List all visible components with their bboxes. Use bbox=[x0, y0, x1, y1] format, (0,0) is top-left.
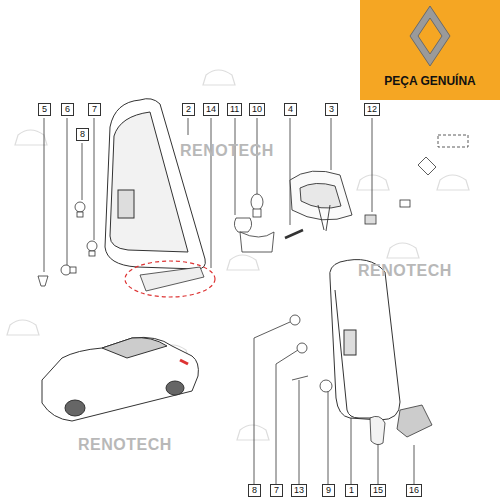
watermark: RENOTECH bbox=[180, 142, 274, 160]
callout-number: 11 bbox=[227, 103, 242, 116]
callout-number: 1 bbox=[345, 484, 358, 497]
callout-number: 16 bbox=[406, 484, 422, 497]
callout-number: 6 bbox=[61, 103, 74, 116]
callout-number: 10 bbox=[249, 103, 265, 116]
callout-number: 15 bbox=[370, 484, 386, 497]
watermark: RENOTECH bbox=[358, 262, 452, 280]
callout-number: 9 bbox=[322, 484, 335, 497]
brand-badge: PEÇA GENUÍNA bbox=[360, 0, 500, 100]
callout-number: 7 bbox=[270, 484, 283, 497]
callout-number: 13 bbox=[291, 484, 307, 497]
callout-number: 7 bbox=[88, 103, 101, 116]
callout-number: 4 bbox=[284, 103, 297, 116]
badge-text: PEÇA GENUÍNA bbox=[360, 74, 500, 88]
callout-number: 14 bbox=[203, 103, 219, 116]
watermark: RENOTECH bbox=[78, 436, 172, 454]
callout-number: 2 bbox=[182, 103, 195, 116]
callout-number: 8 bbox=[76, 128, 89, 141]
callout-number: 12 bbox=[364, 103, 380, 116]
callout-number: 3 bbox=[325, 103, 338, 116]
callout-number: 8 bbox=[248, 484, 261, 497]
callout-number: 5 bbox=[38, 103, 51, 116]
